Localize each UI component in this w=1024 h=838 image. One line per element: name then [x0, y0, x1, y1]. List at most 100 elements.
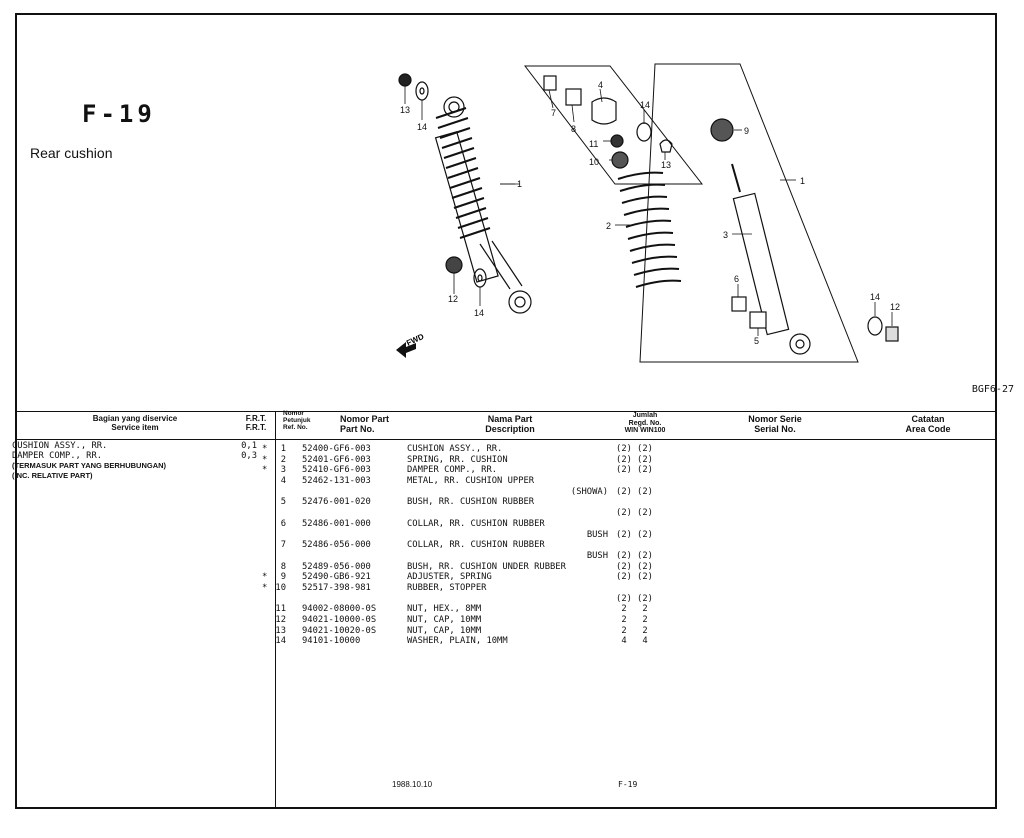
footer-date: 1988.10.10: [392, 780, 433, 789]
part-description: NUT, CAP, 10MM: [407, 615, 482, 625]
description-continuation: BUSH: [586, 529, 608, 540]
qty-win: (2): [616, 593, 632, 604]
qty-win: (2): [616, 508, 632, 519]
callout-4: 4: [598, 80, 603, 90]
qty-win100: 4: [642, 636, 648, 647]
exploded-diagram: 13 14 1 12 14 7 8 4 14 11 10 13 9 1 2 3 …: [396, 63, 900, 363]
spring-2: [617, 171, 682, 288]
callout-11: 11: [589, 139, 598, 149]
page-title: F-19: [82, 100, 156, 128]
upper-parts-frame: [523, 65, 704, 185]
callout-12: 12: [890, 302, 900, 312]
qty-win100: (2): [637, 508, 653, 519]
part-number: 94101-10000: [302, 636, 361, 647]
part-ref: 4: [280, 476, 286, 487]
callout-1: 1: [800, 176, 805, 186]
adjuster-9: [710, 118, 734, 142]
part-number: 52462-131-003: [302, 476, 371, 487]
metal-4: [591, 97, 617, 125]
part-number: 94021-10000-0S: [302, 615, 377, 625]
part-number: 52400-GF6-003: [302, 444, 371, 454]
part-description: COLLAR, RR. CUSHION RUBBER: [407, 518, 545, 529]
damper-frame: [639, 63, 859, 363]
part-number: 52401-GF6-003: [302, 454, 371, 465]
callout-13: 13: [400, 105, 410, 115]
part-ref: 3: [280, 465, 286, 476]
washer-14-upper: [636, 122, 652, 142]
cap-nut-13-left: [398, 73, 412, 87]
qty-win100: (2): [637, 572, 653, 583]
washer-14-right: [867, 316, 883, 336]
damper-3: [732, 192, 790, 336]
qty-win100: (2): [637, 465, 653, 476]
callout-7: 7: [551, 108, 556, 118]
part-description: BUSH, RR. CUSHION RUBBER: [407, 497, 535, 508]
damper-rod: [731, 163, 741, 193]
washer-14-top-left: [415, 81, 429, 101]
footer-page: F-19: [618, 780, 638, 789]
part-ref: 7: [280, 540, 286, 551]
collar-7: [543, 75, 557, 91]
part-ref: 2: [280, 454, 286, 465]
callout-14: 14: [870, 292, 880, 302]
table-top-border: [17, 411, 995, 412]
part-description: DAMPER COMP., RR.: [407, 465, 498, 476]
part-description: SPRING, RR. CUSHION: [407, 454, 508, 465]
figure-code: BGF6-27: [971, 384, 1014, 395]
qty-win100: (2): [637, 561, 653, 572]
qty-win100: 2: [642, 604, 648, 615]
qty-win: 2: [621, 625, 627, 636]
fwd-arrow-icon: FWD: [396, 332, 426, 358]
qty-win: (2): [616, 465, 632, 476]
table-header-border: [17, 439, 995, 440]
callout-3: 3: [723, 230, 728, 240]
part-ref: 14: [275, 636, 286, 647]
bush-5: [749, 311, 767, 329]
part-number: 52490-GB6-921: [302, 572, 371, 583]
qty-win: 2: [621, 615, 627, 625]
part-number: 52489-056-000: [302, 561, 371, 572]
part-description: COLLAR, RR. CUSHION RUBBER: [407, 540, 545, 551]
qty-win100: (2): [637, 444, 653, 454]
service-row: CUSHION ASSY., RR.0,1: [12, 441, 257, 451]
part-ref: 12: [275, 615, 286, 625]
callout-5: 5: [754, 336, 759, 346]
part-number: 52517-398-981: [302, 582, 371, 593]
header-frt: F.R.T.F.R.T.: [245, 414, 267, 432]
qty-win100: (2): [637, 593, 653, 604]
callout-6: 6: [734, 274, 739, 284]
service-row: DAMPER COMP., RR.0,3: [12, 451, 257, 461]
part-number: 94021-10020-0S: [302, 625, 377, 636]
qty-win: (2): [616, 454, 632, 465]
qty-win100: (2): [637, 550, 653, 561]
callout-9: 9: [744, 126, 749, 136]
part-description: NUT, CAP, 10MM: [407, 625, 482, 636]
part-description: CUSHION ASSY., RR.: [407, 444, 503, 454]
callout-14: 14: [474, 308, 484, 318]
qty-win: (2): [616, 486, 632, 497]
qty-win: (2): [616, 561, 632, 572]
part-number: 52486-001-000: [302, 518, 371, 529]
qty-win100: (2): [637, 529, 653, 540]
part-number: 94002-08000-0S: [302, 604, 377, 615]
part-ref: 5: [280, 497, 286, 508]
qty-win: (2): [616, 529, 632, 540]
callout-14: 14: [640, 100, 650, 110]
callout-12: 12: [448, 294, 458, 304]
nut-11: [610, 134, 624, 148]
rubber-10: [611, 151, 629, 169]
qty-win: (2): [616, 444, 632, 454]
part-mark: *: [262, 444, 268, 454]
part-description: RUBBER, STOPPER: [407, 582, 487, 593]
service-note: (INC. RELATIVE PART): [12, 471, 93, 480]
description-continuation: BUSH: [586, 550, 608, 561]
part-description: BUSH, RR. CUSHION UNDER RUBBER: [407, 561, 566, 572]
bush-8: [565, 88, 582, 106]
service-items: CUSHION ASSY., RR.0,1 DAMPER COMP., RR.0…: [12, 441, 257, 481]
callout-10: 10: [589, 157, 599, 167]
callout-2: 2: [606, 221, 611, 231]
